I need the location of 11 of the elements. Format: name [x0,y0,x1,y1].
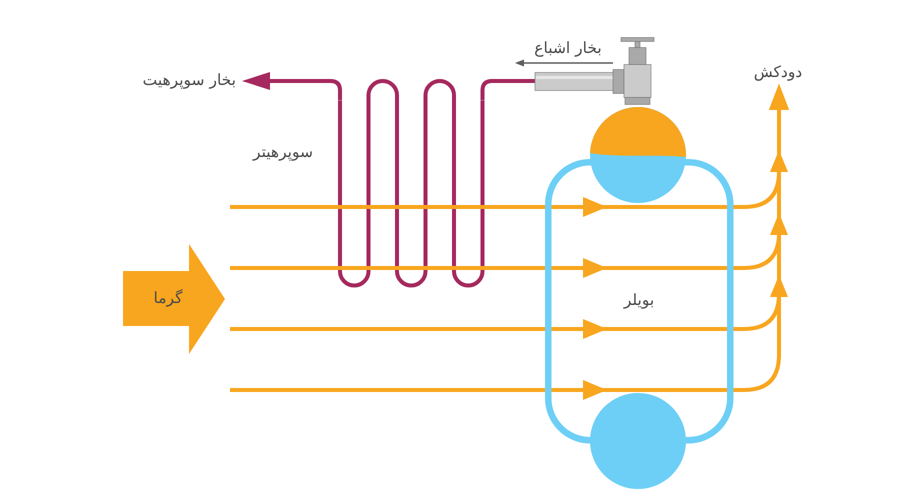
pipe-line [480,79,535,100]
text-label: سوپرهیتر [253,144,313,162]
text-label: دودکش [754,64,802,82]
coil [338,78,484,288]
block-arrow: گرما [123,244,225,354]
valve [535,36,654,104]
drum [590,393,686,489]
text-label: بخار سوپرهیت [142,72,236,90]
text-label: بخار اشباع [534,40,602,58]
arrow [242,72,342,100]
drum [590,107,686,203]
